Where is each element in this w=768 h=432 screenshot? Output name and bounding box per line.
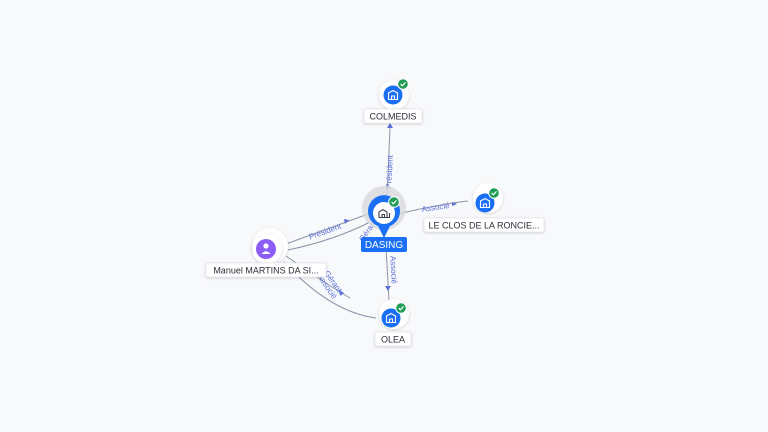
edge-label-dasing-leclos: Associé: [421, 201, 451, 214]
edge-label-dasing-olea: Associé: [388, 256, 398, 285]
edge-arrow-icon: [452, 202, 457, 206]
verified-badge-icon: [397, 78, 409, 90]
building-icon: [479, 197, 491, 209]
building-icon: [387, 89, 399, 101]
edge-dasing-leclos[interactable]: [397, 200, 469, 215]
edge-arrow-icon: [385, 286, 391, 291]
node-le-clos[interactable]: LE CLOS DE LA RONCIE...: [423, 183, 545, 233]
node-label-dasing: DASING: [365, 240, 404, 251]
node-dasing[interactable]: DASING: [361, 186, 407, 252]
edge-label-manuel-dasing-1: Président: [308, 221, 344, 241]
edge-label-dasing-colmedis: Président: [384, 154, 395, 189]
node-label-manuel: Manuel MARTINS DA SI...: [213, 266, 318, 276]
building-icon: [378, 208, 391, 219]
verified-badge-icon: [488, 187, 500, 199]
edge-manuel-dasing-2[interactable]: [287, 221, 371, 251]
node-olea[interactable]: OLEA: [374, 299, 412, 347]
node-label-colmedis: COLMEDIS: [369, 112, 416, 122]
person-icon: [261, 243, 271, 254]
edge-arrow-icon: [387, 123, 393, 128]
node-label-olea: OLEA: [381, 335, 405, 345]
verified-badge-icon: [395, 302, 407, 314]
edge-manuel-olea-1[interactable]: [285, 255, 351, 299]
check-icon: [491, 190, 497, 196]
check-icon: [400, 81, 406, 87]
check-icon: [391, 199, 397, 205]
check-icon: [398, 305, 404, 311]
node-manuel[interactable]: Manuel MARTINS DA SI...: [205, 228, 327, 278]
edge-dasing-olea[interactable]: [385, 247, 390, 301]
person-node-circle: [256, 239, 276, 259]
edge-arrow-icon: [344, 219, 349, 224]
building-icon: [385, 312, 397, 324]
edge-manuel-dasing-1[interactable]: [285, 213, 369, 245]
edge-labels: Président Associé Associé Président Géra…: [308, 154, 451, 301]
node-colmedis[interactable]: COLMEDIS: [363, 78, 423, 124]
node-label-le-clos: LE CLOS DE LA RONCIE...: [428, 221, 539, 231]
edge-arrow-icon: [339, 290, 344, 296]
verified-badge-icon: [388, 196, 400, 208]
